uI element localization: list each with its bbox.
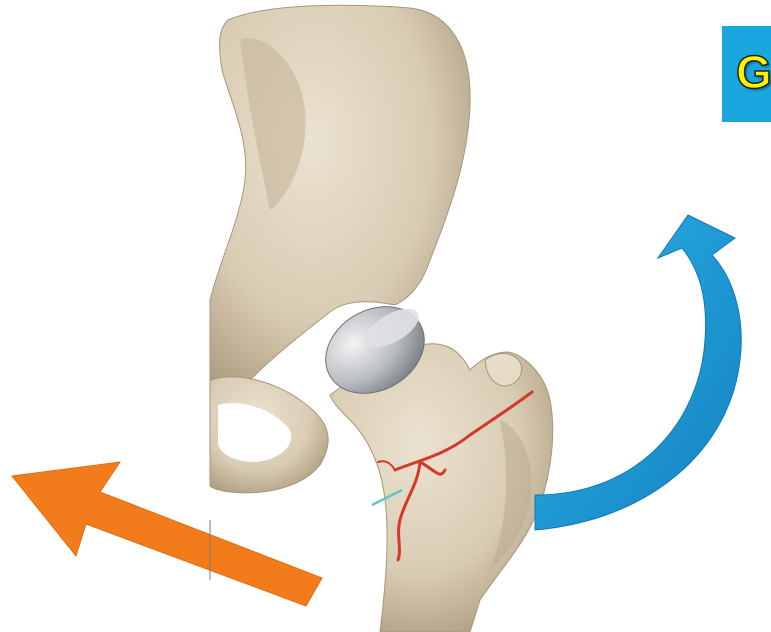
title-label-text: G: [736, 46, 771, 98]
rotate-arrow-icon: [535, 215, 741, 530]
title-label-box: G: [722, 26, 771, 122]
